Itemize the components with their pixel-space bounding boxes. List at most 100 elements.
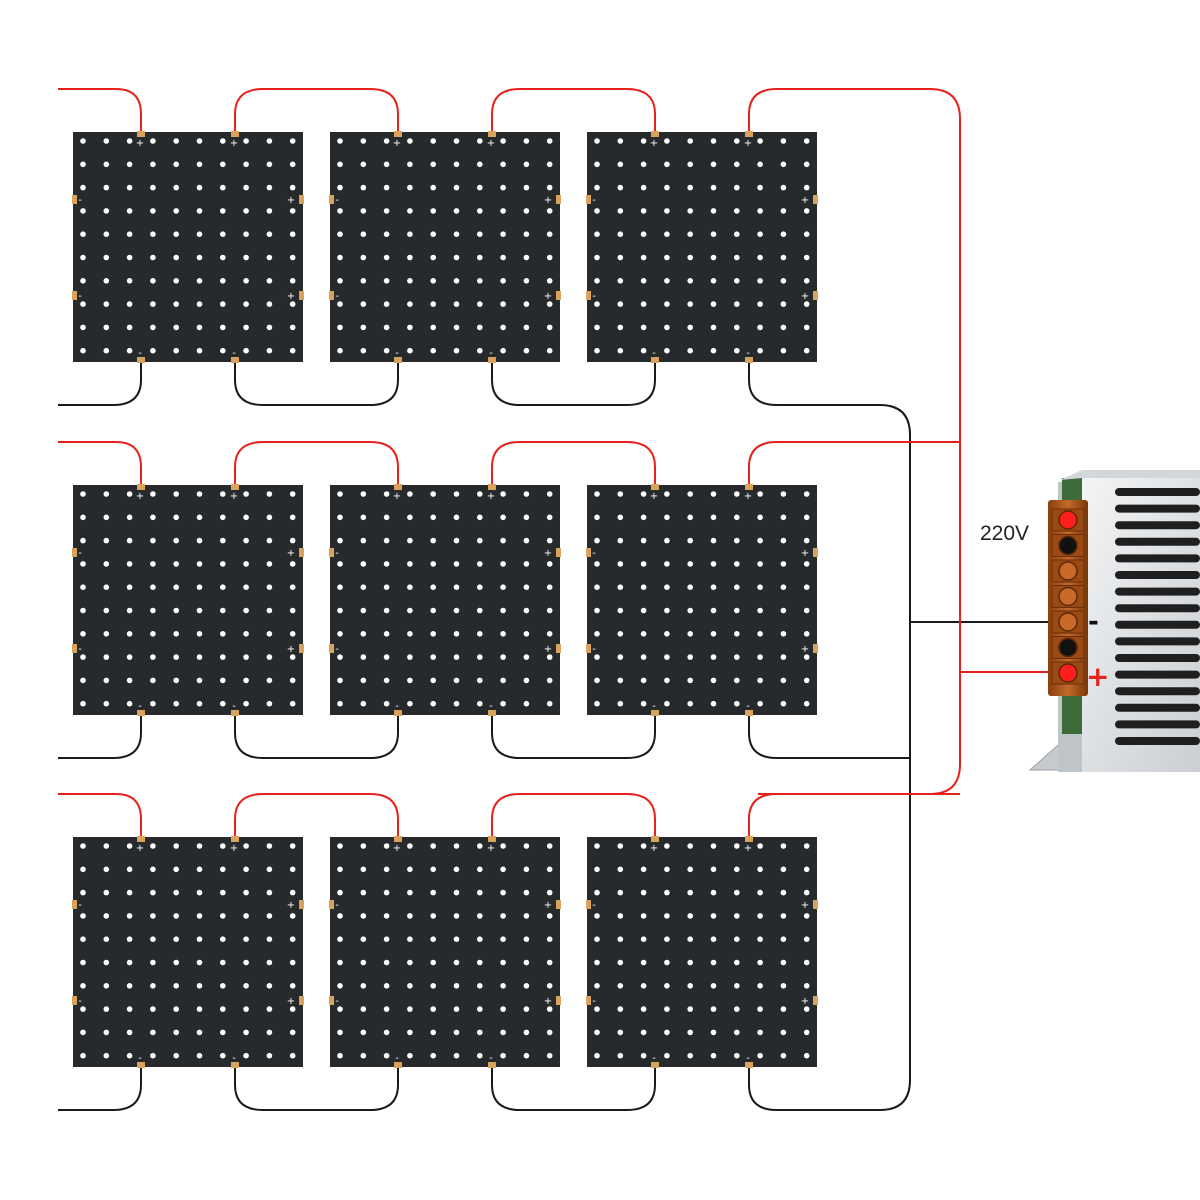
led-dot (734, 324, 740, 331)
led-dot (430, 983, 437, 989)
led-dot (523, 138, 530, 144)
led-dot (150, 138, 156, 144)
connection-pad (745, 1062, 753, 1068)
connection-pad (651, 836, 659, 842)
led-dot (664, 1029, 670, 1036)
led-dot (173, 631, 179, 637)
led-dot (803, 1052, 810, 1059)
led-dot (80, 1006, 86, 1012)
led-dot (80, 654, 86, 660)
led-dot (757, 700, 763, 707)
polarity-mark: - (395, 1053, 399, 1064)
led-dot (617, 983, 624, 989)
led-dot (196, 161, 203, 168)
led-dot (80, 138, 86, 144)
connection-pad (329, 291, 334, 300)
led-dot (594, 491, 600, 497)
led-dot (337, 866, 343, 873)
led-dot (594, 1006, 600, 1012)
connection-pad (394, 710, 402, 716)
connection-pad (488, 710, 496, 716)
led-panel: ++----++ (329, 836, 561, 1068)
led-dot (523, 208, 530, 214)
led-dot (407, 843, 413, 849)
connection-pad (329, 548, 334, 557)
led-dot (360, 584, 367, 590)
vent-slot (1115, 703, 1200, 712)
led-dot (337, 677, 343, 684)
led-dot (500, 866, 506, 873)
led-dot (757, 254, 763, 261)
led-dot (734, 1052, 740, 1059)
led-dot (126, 677, 133, 684)
led-dot (243, 491, 249, 497)
led-dot (546, 347, 553, 354)
led-dot (243, 654, 249, 660)
led-dot (266, 254, 273, 261)
led-dot (383, 561, 390, 567)
polarity-mark: + (650, 138, 658, 149)
led-dot (477, 347, 483, 354)
led-dot (523, 491, 530, 497)
led-dot (664, 889, 670, 896)
led-dot (477, 278, 483, 284)
led-dot (500, 607, 506, 614)
led-dot (173, 700, 179, 707)
led-panel: ++----++ (586, 131, 818, 363)
connection-pad (394, 484, 402, 490)
led-dot (477, 514, 483, 521)
led-dot (103, 161, 110, 168)
led-dot (734, 889, 740, 896)
polarity-mark: + (544, 291, 552, 302)
led-dot (594, 138, 600, 144)
polarity-mark: - (232, 1053, 236, 1064)
led-dot (453, 654, 460, 660)
led-dot (546, 700, 553, 707)
led-dot (734, 254, 740, 261)
led-dot (453, 184, 460, 191)
vent-slot (1115, 537, 1200, 546)
led-dot (150, 959, 156, 966)
led-dot (687, 324, 693, 331)
led-dot (640, 913, 647, 919)
led-dot (757, 161, 763, 168)
led-dot (430, 654, 437, 660)
led-dot (289, 959, 296, 966)
led-dot (546, 561, 553, 567)
led-dot (500, 208, 506, 214)
vent-slot (1115, 637, 1200, 646)
led-dot (80, 537, 86, 544)
led-dot (617, 700, 624, 707)
led-dot (150, 324, 156, 331)
led-dot (640, 184, 647, 191)
led-dot (103, 184, 110, 191)
led-dot (126, 607, 133, 614)
led-dot (734, 208, 740, 214)
led-dot (360, 936, 367, 942)
led-dot (383, 537, 390, 544)
led-dot (687, 654, 693, 660)
led-dot (289, 631, 296, 637)
led-dot (757, 607, 763, 614)
led-dot (289, 301, 296, 307)
led-dot (407, 537, 413, 544)
led-dot (734, 631, 740, 637)
led-dot (757, 654, 763, 660)
led-dot (126, 514, 133, 521)
led-dot (594, 983, 600, 989)
led-dot (126, 208, 133, 214)
led-dot (80, 347, 86, 354)
led-dot (80, 584, 86, 590)
led-dot (220, 231, 226, 237)
led-dot (640, 1052, 647, 1059)
led-dot (640, 677, 647, 684)
led-dot (407, 184, 413, 191)
polarity-mark: + (487, 491, 495, 502)
led-dot (617, 278, 624, 284)
connection-pad (556, 900, 561, 909)
led-dot (477, 491, 483, 497)
led-dot (266, 491, 273, 497)
led-dot (289, 913, 296, 919)
led-dot (126, 700, 133, 707)
led-dot (780, 936, 787, 942)
